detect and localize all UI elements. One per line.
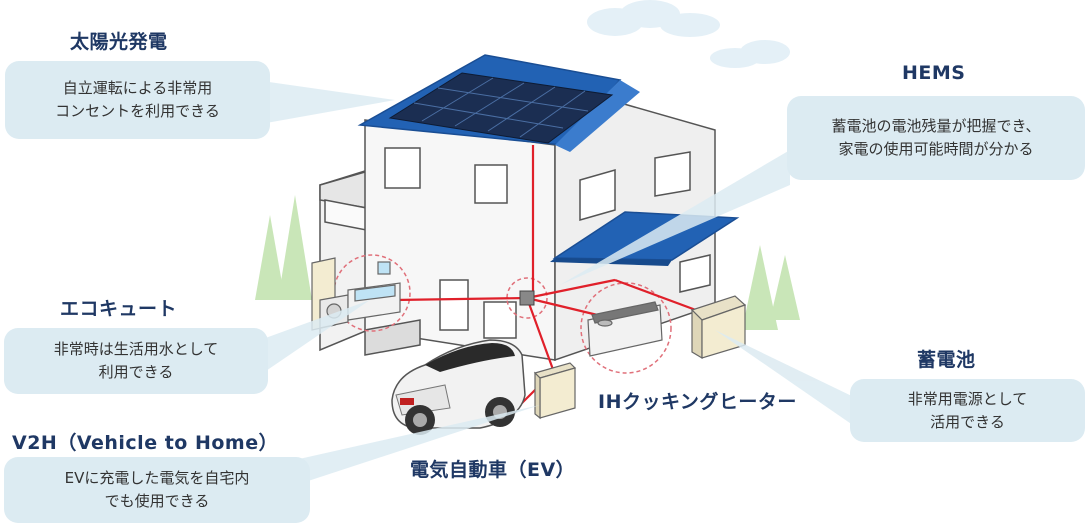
hems-bubble: 蓄電池の電池残量が把握でき、 家電の使用可能時間が分かる <box>787 96 1085 180</box>
ecocute-line2: 利用できる <box>98 363 174 381</box>
v2h-bubble: EVに充電した電気を自宅内 でも使用できる <box>4 457 310 523</box>
solar-title: 太陽光発電 <box>70 31 168 53</box>
battery-title: 蓄電池 <box>917 349 976 371</box>
v2h-title: V2H（Vehicle to Home） <box>12 432 279 454</box>
v2h-line1: EVに充電した電気を自宅内 <box>64 469 250 487</box>
trees <box>255 195 800 330</box>
solar-line1: 自立運転による非常用 <box>62 79 213 97</box>
electric-car <box>391 339 526 435</box>
ecocute-title: エコキュート <box>60 298 178 320</box>
hems-line1: 蓄電池の電池残量が把握でき、 <box>831 117 1041 135</box>
hems-title: HEMS <box>902 62 966 84</box>
ecocute-unit <box>311 257 349 331</box>
ecocute-bubble: 非常時は生活用水として 利用できる <box>4 328 268 394</box>
solar-line2: コンセントを利用できる <box>55 102 220 120</box>
ih-title: IHクッキングヒーター <box>598 391 797 413</box>
battery-line2: 活用できる <box>930 412 1005 431</box>
ev-title: 電気自動車（EV） <box>410 459 576 481</box>
v2h-charger <box>533 362 577 420</box>
solar-bubble: 自立運転による非常用 コンセントを利用できる <box>5 61 270 139</box>
front-door <box>439 279 469 331</box>
hems-line2: 家電の使用可能時間が分かる <box>838 140 1034 158</box>
hems-monitor <box>519 290 535 306</box>
bathroom-fixture <box>347 261 401 321</box>
battery-line1: 非常用電源として <box>907 389 1028 408</box>
battery-bubble: 非常用電源として 活用できる <box>850 379 1085 442</box>
ecocute-line1: 非常時は生活用水として <box>53 340 219 358</box>
storage-battery <box>690 295 747 360</box>
kitchen-fixture <box>587 301 663 357</box>
clouds <box>587 0 790 68</box>
callout-pointers <box>250 80 860 500</box>
windows <box>384 147 711 339</box>
solar-panel <box>388 72 614 144</box>
v2h-line2: でも使用できる <box>104 492 210 510</box>
